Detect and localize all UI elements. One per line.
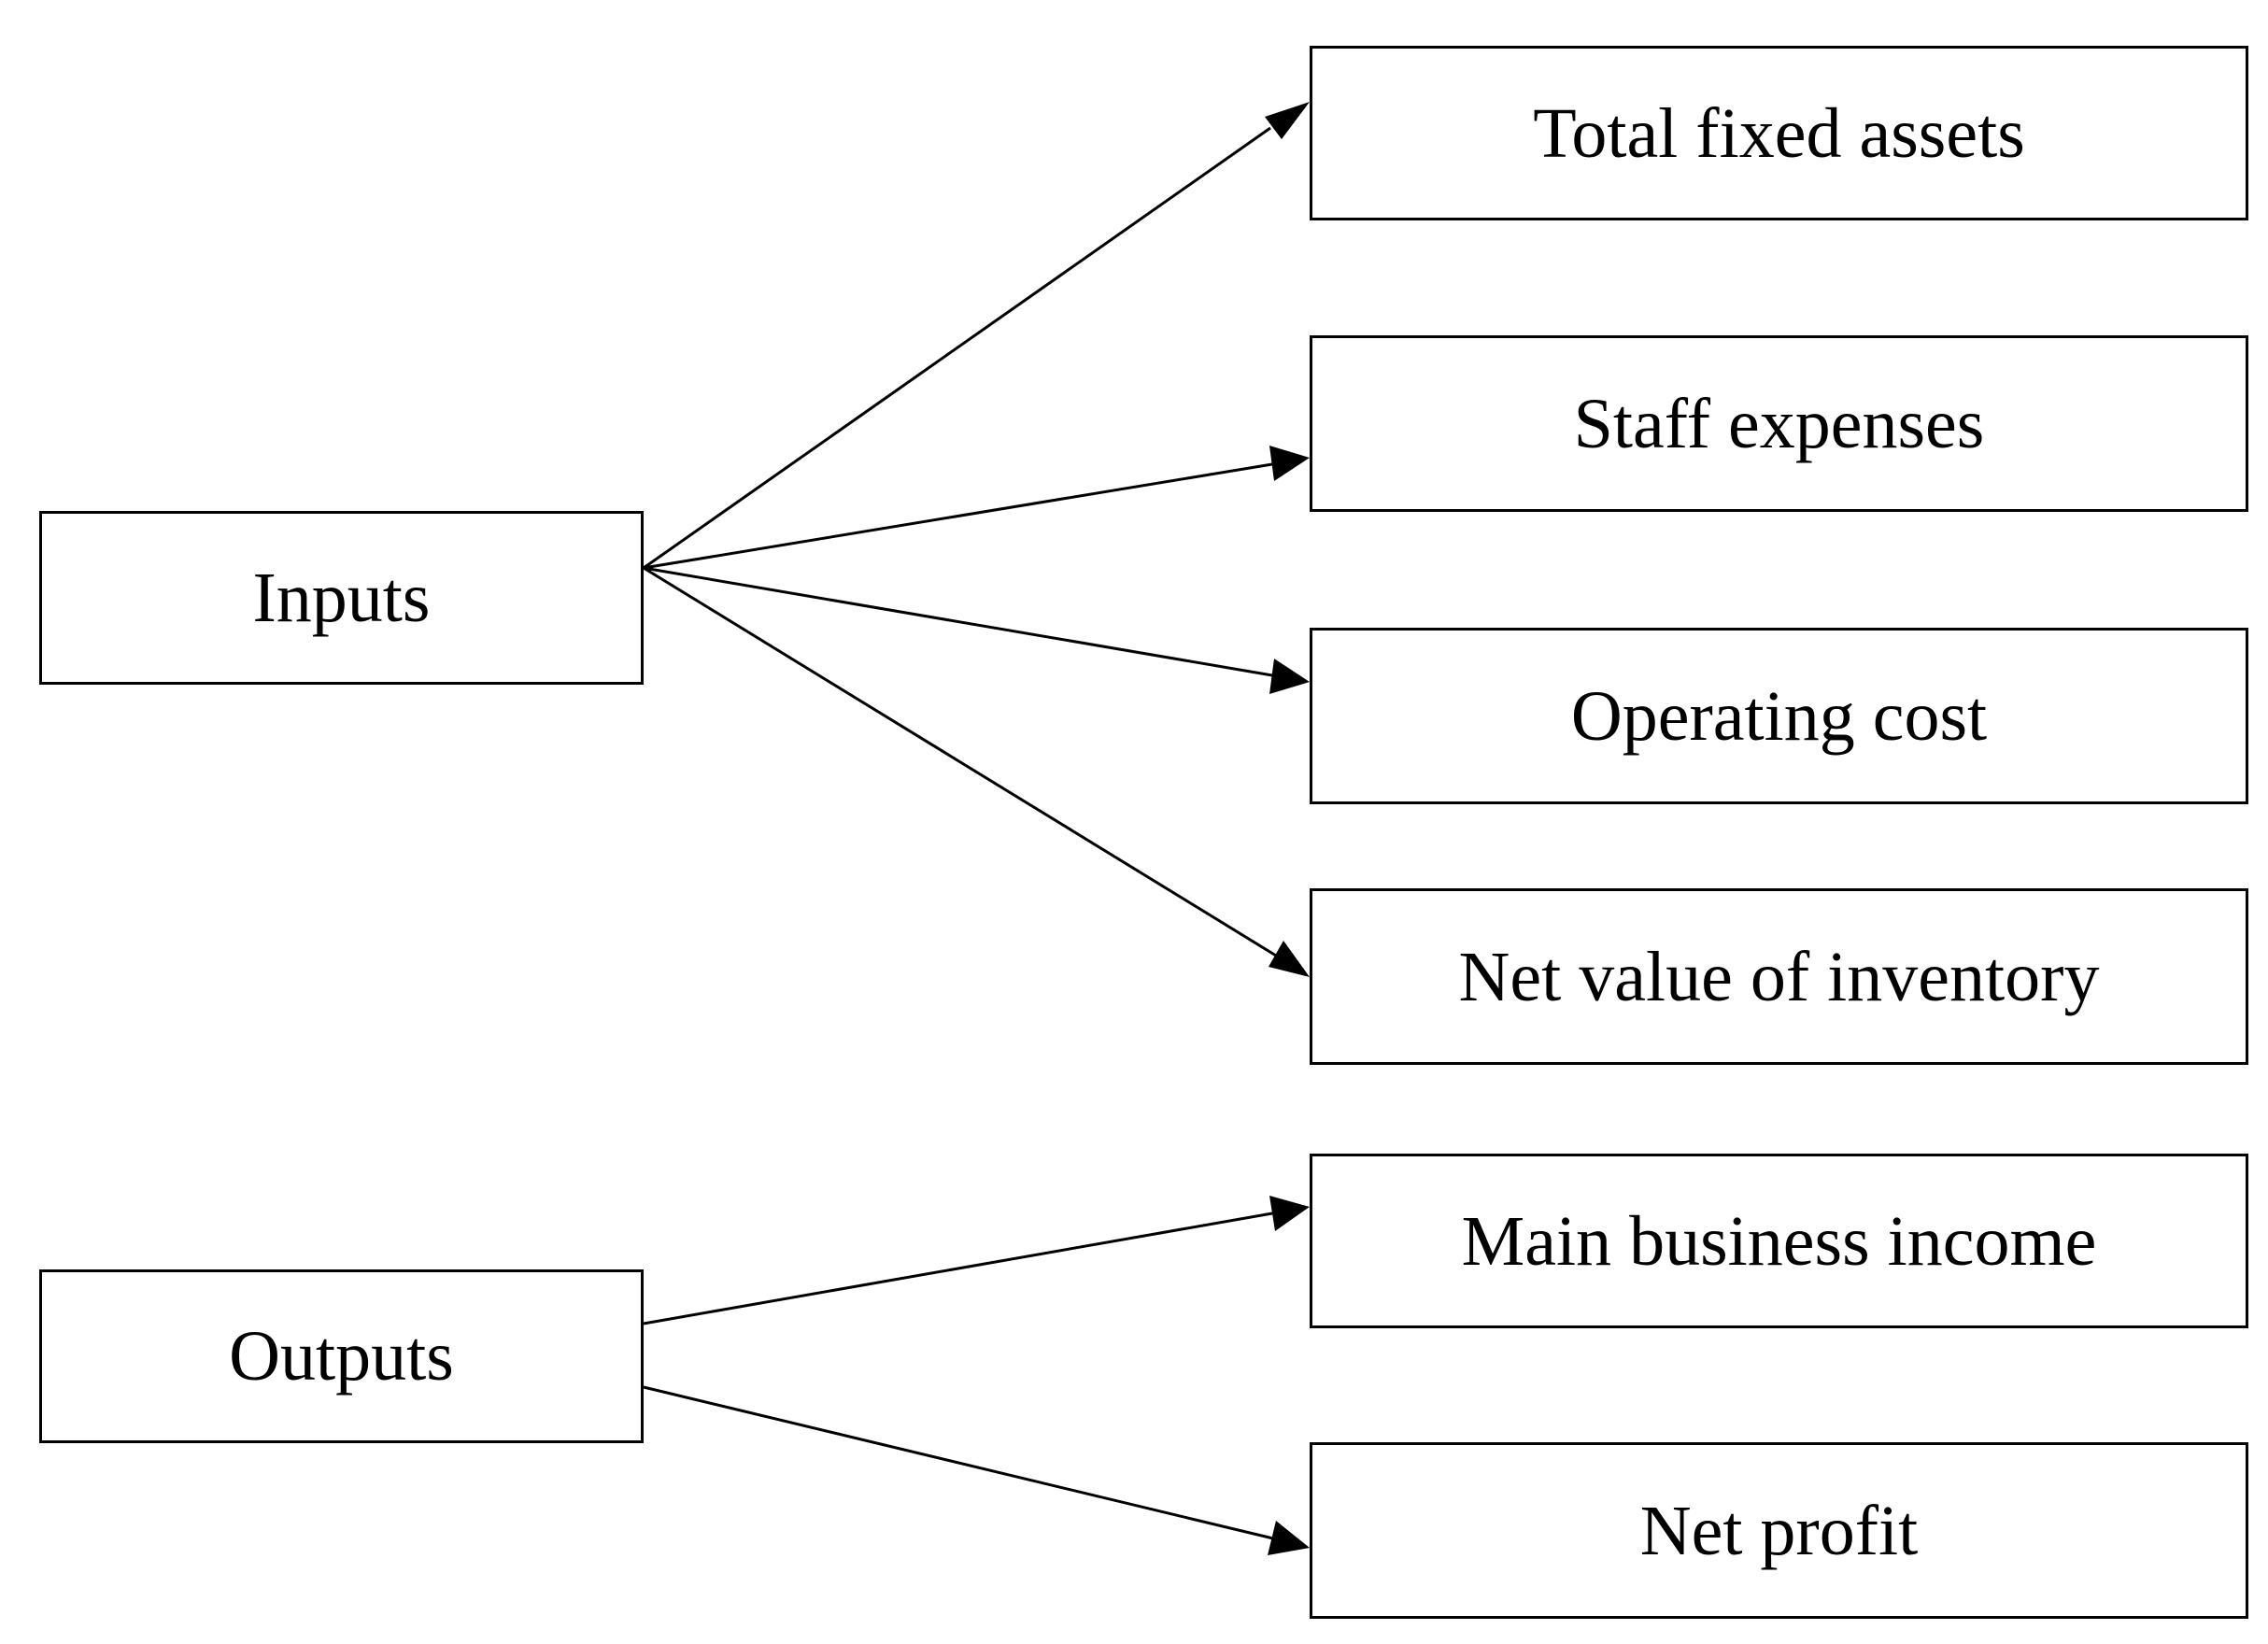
net-value-of-inventory-box: Net value of inventory <box>1310 888 2248 1065</box>
staff-expenses-label: Staff expenses <box>1573 384 1985 463</box>
arrow-inputs-to-operating-cost <box>643 566 1310 694</box>
net-profit-box: Net profit <box>1310 1442 2248 1619</box>
operating-cost-box: Operating cost <box>1310 628 2248 804</box>
arrow-inputs-to-total-fixed-assets <box>643 102 1310 570</box>
arrow-outputs-to-main-business-income <box>643 1196 1310 1325</box>
net-profit-label: Net profit <box>1639 1491 1919 1570</box>
total-fixed-assets-box: Total fixed assets <box>1310 46 2248 220</box>
main-business-income-label: Main business income <box>1461 1201 2097 1281</box>
arrow-outputs-to-net-profit <box>643 1385 1310 1555</box>
inputs-box: Inputs <box>39 511 644 685</box>
total-fixed-assets-label: Total fixed assets <box>1533 93 2025 173</box>
staff-expenses-box: Staff expenses <box>1310 335 2248 512</box>
outputs-box: Outputs <box>39 1269 644 1443</box>
outputs-label: Outputs <box>229 1317 454 1396</box>
main-business-income-box: Main business income <box>1310 1154 2248 1328</box>
operating-cost-label: Operating cost <box>1570 676 1988 756</box>
arrow-inputs-to-net-value-of-inventory <box>643 566 1310 977</box>
arrow-inputs-to-staff-expenses <box>643 446 1310 570</box>
inputs-label: Inputs <box>252 559 431 637</box>
net-value-of-inventory-label: Net value of inventory <box>1458 937 2100 1016</box>
